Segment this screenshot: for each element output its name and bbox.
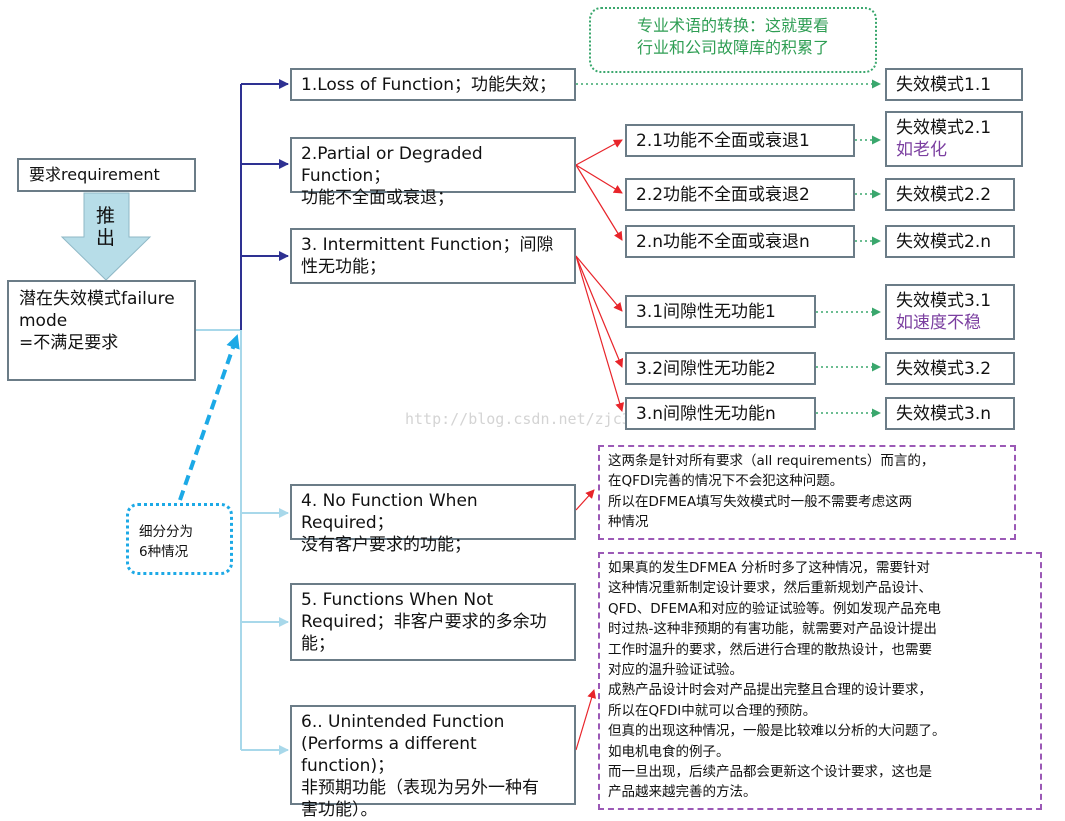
mode-2-1-text: 失效模式2.1 <box>896 118 992 138</box>
mode-box-3-2: 失效模式3.2 <box>885 352 1015 385</box>
terminology-note: 专业术语的转换：这就要看 行业和公司故障库的积累了 <box>589 7 877 73</box>
requirements-note: 这两条是针对所有要求（all requirements）而言的， 在QFDI完善… <box>598 445 1016 540</box>
derive-label-1: 推 <box>96 205 116 227</box>
failure-mode-line-2: mode <box>19 311 68 331</box>
red-3-2 <box>575 255 624 368</box>
red-4-note <box>575 489 595 511</box>
function-5-line-3: 能； <box>301 634 335 654</box>
requirements-note-line-3: 所以在DFMEA填写失效模式时一般不需要考虑这两 <box>608 493 913 510</box>
function-box-1: 1.Loss of Function；功能失效； <box>290 68 576 101</box>
watermark-text: http://blog.csdn.net/zjc314 <box>405 410 649 428</box>
function-6-line-4: 害功能）。 <box>301 800 378 820</box>
failure-mode-box: 潜在失效模式failure mode =不满足要求 <box>7 280 196 381</box>
mode-box-2-1: 失效模式2.1 如老化 <box>885 111 1023 167</box>
requirements-note-line-2: 在QFDI完善的情况下不会犯这种问题。 <box>608 473 844 490</box>
unintended-note-line-1: 如果真的发生DFMEA 分析时多了这种情况，需要针对 <box>608 560 930 576</box>
function-4-line-2: 没有客户要求的功能； <box>301 535 471 555</box>
sub-function-2-2: 2.2功能不全面或衰退2 <box>625 178 855 211</box>
sub-function-3-2: 3.2间隙性无功能2 <box>625 352 816 385</box>
function-5-line-1: 5. Functions When Not <box>301 590 494 610</box>
function-box-3: 3. Intermittent Function；间隙 性无功能； <box>290 228 576 284</box>
mode-3-2-text: 失效模式3.2 <box>896 359 992 379</box>
mode-box-2-2: 失效模式2.2 <box>885 178 1015 211</box>
sub-function-2-1-text: 2.1功能不全面或衰退1 <box>636 131 810 151</box>
unintended-note-line-12: 产品越来越完善的方法。 <box>608 784 757 801</box>
function-5-line-2: Required；非客户要求的多余功 <box>301 612 547 632</box>
sub-function-2-n-text: 2.n功能不全面或衰退n <box>636 232 810 252</box>
mode-box-1-1: 失效模式1.1 <box>885 68 1023 101</box>
failure-mode-line-3: =不满足要求 <box>19 333 119 353</box>
breakdown-note: 细分分为 6种情况 <box>126 503 233 575</box>
function-1-line-1: 1.Loss of Function；功能失效； <box>301 75 557 95</box>
terminology-line-1: 专业术语的转换：这就要看 <box>636 16 829 35</box>
function-box-4: 4. No Function When Required； 没有客户要求的功能； <box>290 484 576 555</box>
sub-function-3-1: 3.1间隙性无功能1 <box>625 295 816 328</box>
sub-function-3-1-text: 3.1间隙性无功能1 <box>636 302 776 322</box>
mode-3-n-text: 失效模式3.n <box>896 404 991 424</box>
unintended-note-line-4: 时过热-这种非预期的有害功能，就需要对产品设计提出 <box>608 621 937 638</box>
mode-box-3-n: 失效模式3.n <box>885 397 1015 430</box>
unintended-note-line-9: 但真的出现这种情况，一般是比较难以分析的大问题了。 <box>608 723 946 740</box>
unintended-note-line-11: 而一旦出现，后续产品都会更新这个设计要求，这也是 <box>608 764 932 781</box>
unintended-note-line-8: 所以在QFDI中就可以合理的预防。 <box>608 702 817 719</box>
red-3-n <box>575 255 625 412</box>
breakdown-line-2: 6种情况 <box>139 544 189 560</box>
unintended-note-line-6: 对应的温升验证试验。 <box>608 662 743 679</box>
function-box-2: 2.Partial or Degraded Function； 功能不全面或衰退… <box>290 137 576 208</box>
mode-3-1-text: 失效模式3.1 <box>896 291 992 311</box>
unintended-note-line-7: 成熟产品设计时会对产品提出完整且合理的设计要求， <box>608 682 932 699</box>
sub-function-3-n: 3.n间隙性无功能n <box>625 397 816 430</box>
derive-label-2: 出 <box>96 227 116 249</box>
unintended-note-line-10: 如电机电食的例子。 <box>608 743 730 760</box>
function-3-line-1: 3. Intermittent Function；间隙 <box>301 235 554 255</box>
requirement-text: 要求requirement <box>29 165 160 184</box>
function-3-line-2: 性无功能； <box>301 257 386 277</box>
breakdown-line-1: 细分分为 <box>139 524 193 540</box>
mode-2-2-text: 失效模式2.2 <box>896 185 992 205</box>
red-2-2 <box>575 164 623 194</box>
mode-box-3-1: 失效模式3.1 如速度不稳 <box>885 284 1015 340</box>
sub-function-3-2-text: 3.2间隙性无功能2 <box>636 359 776 379</box>
function-6-line-1: 6.. Unintended Function <box>301 712 505 732</box>
failure-mode-line-1: 潜在失效模式failure <box>19 289 175 309</box>
function-2-line-1: 2.Partial or Degraded Function； <box>301 144 483 186</box>
mode-2-1-example: 如老化 <box>896 140 947 160</box>
sub-function-2-2-text: 2.2功能不全面或衰退2 <box>636 185 810 205</box>
function-6-line-2: (Performs a different function)； <box>301 734 477 776</box>
terminology-line-2: 行业和公司故障库的积累了 <box>636 38 829 57</box>
mode-3-1-example: 如速度不稳 <box>896 313 981 333</box>
function-6-line-3: 非预期功能（表现为另外一种有 <box>301 778 539 798</box>
sub-function-2-n: 2.n功能不全面或衰退n <box>625 225 855 258</box>
requirements-note-line-4: 种情况 <box>608 514 649 531</box>
unintended-note-line-3: QFD、DFEMA和对应的验证试验等。例如发现产品充电 <box>608 600 941 617</box>
unintended-note-line-5: 工作时温升的要求，然后进行合理的散热设计，也需要 <box>608 641 932 658</box>
red-2-n <box>575 164 623 241</box>
red-3-1 <box>575 255 623 312</box>
function-box-6: 6.. Unintended Function (Performs a diff… <box>290 705 576 820</box>
red-6-note <box>575 689 597 751</box>
unintended-note-line-2: 这种情况重新制定设计要求，然后重新规划产品设计、 <box>608 580 932 597</box>
red-2-1 <box>575 139 623 166</box>
requirement-box: 要求requirement <box>17 158 196 192</box>
derive-arrow-shape <box>60 192 152 281</box>
function-box-5: 5. Functions When Not Required；非客户要求的多余功… <box>290 583 576 661</box>
function-2-line-2: 功能不全面或衰退； <box>301 188 454 208</box>
function-4-line-1: 4. No Function When Required； <box>301 491 478 533</box>
mode-box-2-n: 失效模式2.n <box>885 225 1015 258</box>
sub-function-3-n-text: 3.n间隙性无功能n <box>636 404 776 424</box>
unintended-note: 如果真的发生DFMEA 分析时多了这种情况，需要针对 这种情况重新制定设计要求，… <box>598 552 1042 810</box>
requirements-note-line-1: 这两条是针对所有要求（all requirements）而言的， <box>608 453 935 469</box>
sub-function-2-1: 2.1功能不全面或衰退1 <box>625 124 855 157</box>
mode-1-1-text: 失效模式1.1 <box>896 75 992 95</box>
breakdown-arrow <box>178 334 240 501</box>
mode-2-n-text: 失效模式2.n <box>896 232 991 252</box>
